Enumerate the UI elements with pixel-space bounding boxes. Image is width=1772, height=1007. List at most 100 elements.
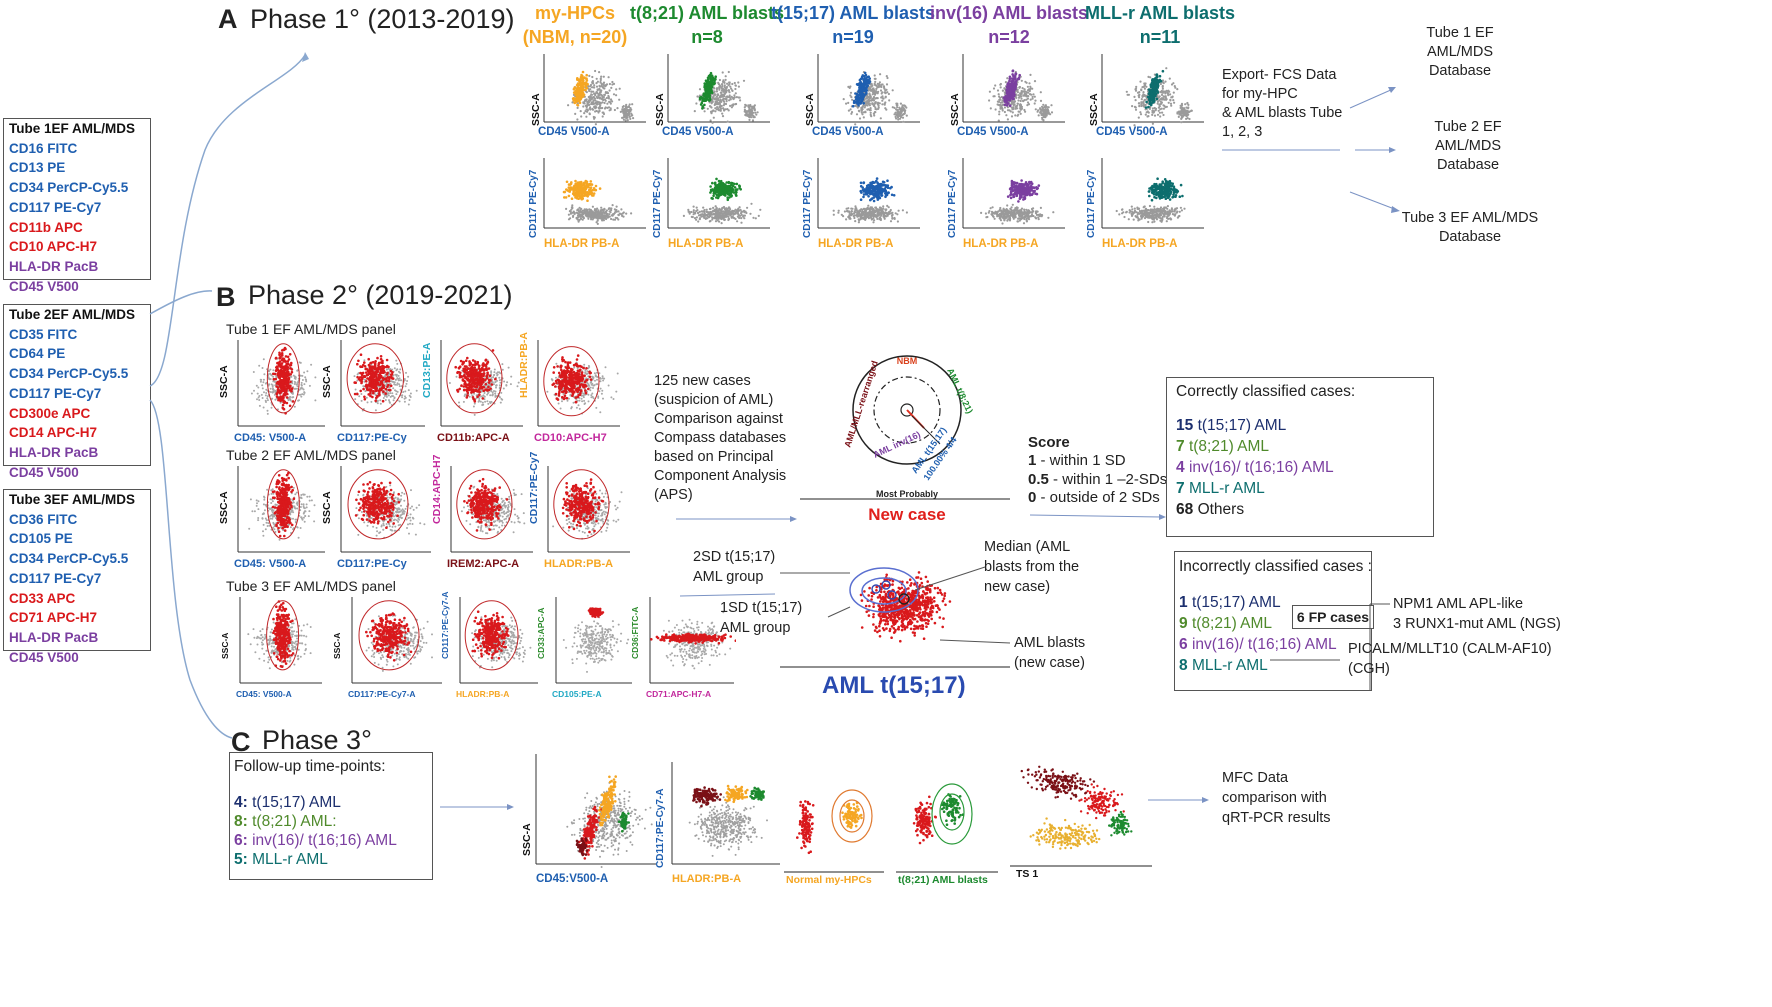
scatter-plot: [555, 597, 632, 684]
phase-c-tsne-plot: [1010, 765, 1152, 867]
axis-label-ssc: SSC-A: [949, 93, 961, 126]
scatter-plot: [450, 466, 533, 553]
followup-row: 5: MLL-r AML: [234, 851, 328, 868]
phase-b-title: Phase 2° (2019-2021): [248, 280, 513, 310]
tube-title: Tube 1EF AML/MDS: [9, 121, 135, 136]
score-lines: 1 - within 1 SD 0.5 - within 1 –2-SDs 0 …: [1028, 452, 1168, 506]
axis-label-hladr: HLA-DR PB-A: [963, 238, 1039, 250]
axis-label-hladr: HLA-DR PB-A: [1102, 238, 1178, 250]
fp-notes-2: PICALM/MLLT10 (CALM-AF10)(CGH): [1348, 641, 1552, 677]
axis-label-x: CD10:APC-H7: [534, 432, 607, 444]
scatter-plot-ssc-cd45: [1101, 54, 1204, 127]
tube-title: Tube 3EF AML/MDS: [9, 492, 135, 507]
scatter-plot-cd117-hladr: [817, 158, 920, 229]
tube-marker: HLA-DR PacB: [9, 258, 99, 274]
axis-label-x: CD71:APC-H7-A: [646, 689, 712, 699]
axis-label-hladr: HLA-DR PB-A: [544, 238, 620, 250]
fp-cases-box: 6 FP cases: [1292, 605, 1374, 629]
phase-a-letter: A: [218, 4, 238, 34]
scatter-plot: [237, 340, 325, 427]
tube-title: Tube 2EF AML/MDS: [9, 307, 135, 322]
case-row: 8 MLL-r AML: [1179, 657, 1268, 674]
followup-row: 4: t(15;17) AML: [234, 794, 341, 811]
axis-label-x: CD11b:APC-A: [437, 432, 510, 444]
mll-label: AML/MLL-rearranged: [842, 359, 879, 448]
axis-label-cd117: CD117:PE-Cy7-A: [655, 788, 666, 868]
fp-cases-label: 6 FP cases: [1296, 609, 1370, 625]
case-row: 9 t(8;21) AML: [1179, 615, 1273, 632]
scatter-plot-ssc-cd45: [543, 54, 646, 126]
axis-label-y: SSC-A: [220, 632, 230, 659]
case-row: 7 t(8;21) AML: [1176, 438, 1270, 455]
axis-label-cd117: CD117 PE-Cy7: [1086, 169, 1097, 238]
phase-c-letter: C: [231, 727, 251, 757]
tube-marker: CD71 APC-H7: [9, 610, 98, 626]
axis-label-x: CD45: V500-A: [234, 558, 307, 570]
axis-label-cd117: CD117 PE-Cy7: [528, 169, 539, 238]
inv16-label: AML inv(16): [872, 429, 922, 460]
case-row: 15 t(15;17) AML: [1176, 417, 1287, 434]
tube-marker: CD14 APC-H7: [9, 425, 98, 441]
case-row: 7 MLL-r AML: [1176, 480, 1265, 497]
correct-title: Correctly classified cases:: [1176, 383, 1356, 400]
axis-label-y: CD13:PE-A: [421, 342, 433, 398]
tube-marker: CD34 PerCP-Cy5.5: [9, 180, 129, 196]
axis-label-cd45: CD45 V500-A: [1096, 126, 1168, 138]
axis-label-y: SSC-A: [218, 365, 230, 398]
case-row: 68 Others: [1176, 501, 1245, 518]
tube-marker: CD13 PE: [9, 160, 66, 176]
ts1-label: TS 1: [1016, 868, 1039, 880]
scatter-plot: [547, 466, 630, 553]
tube-marker: HLA-DR PacB: [9, 629, 99, 645]
pca-title: AML t(15;17): [822, 672, 966, 699]
new-cases-text: 125 new cases(suspicion of AML) Comparis…: [654, 373, 787, 503]
case-row: 4 inv(16)/ t(16;16) AML: [1176, 459, 1334, 476]
scatter-plot: [340, 340, 425, 427]
axis-label-y: SSC-A: [321, 491, 333, 524]
axis-label-x: CD117:PE-Cy: [337, 432, 407, 444]
axis-label-cd45: CD45 V500-A: [812, 126, 884, 138]
scatter-plot: [351, 597, 442, 684]
tube-marker: CD45 V500: [9, 464, 79, 480]
case-row: 6 inv(16)/ t(16;16) AML: [1179, 636, 1337, 653]
axis-label-x: HLADR:PB-A: [544, 558, 614, 570]
phase-c-normal-plot: [784, 789, 884, 873]
tube-marker: CD10 APC-H7: [9, 239, 98, 255]
tube-marker: CD45 V500: [9, 649, 79, 665]
population-header: my-HPCs(NBM, n=20): [522, 3, 628, 47]
axis-label-x: CD45: V500-A: [234, 432, 307, 444]
axis-label-cd117: CD117 PE-Cy7: [947, 169, 958, 238]
axis-label-hladr: HLA-DR PB-A: [818, 238, 894, 250]
t821-label: t(8;21) AML blasts: [898, 874, 988, 886]
axis-label-y: SSC-A: [332, 632, 342, 659]
axis-label-y: CD117:PE-Cy7-A: [440, 591, 450, 659]
axis-label-y: SSC-A: [218, 491, 230, 524]
panel-title: Tube 3 EF AML/MDS panel: [226, 578, 396, 594]
scatter-plot: [340, 466, 431, 553]
followup-row: 8: t(8;21) AML:: [234, 813, 337, 830]
incorrect-title: Incorrectly classified cases :: [1179, 558, 1372, 575]
new-case-label: New case: [868, 505, 946, 524]
axis-label-hladr: HLA-DR PB-A: [668, 238, 744, 250]
axis-label-y: HLADR:PB-A: [518, 332, 530, 398]
phase-c-title: Phase 3°: [262, 725, 372, 755]
axis-label-x: CD105:PE-A: [552, 689, 602, 699]
tube-marker: CD36 FITC: [9, 511, 78, 527]
tube-marker: CD35 FITC: [9, 326, 78, 342]
most-probably-label: Most Probably: [876, 489, 938, 499]
compass-plot: NBM AML t(8;21) AML/MLL-rearranged AML i…: [800, 355, 1010, 524]
axis-label-y: CD33:APC-A: [536, 607, 546, 659]
correct-box: Correctly classified cases: 15 t(15;17) …: [1166, 377, 1434, 537]
scatter-plot: [649, 597, 736, 684]
phase-c-t821-plot: [896, 783, 998, 873]
axis-label-x: CD45: V500-A: [236, 689, 292, 699]
axis-label-x: CD117:PE-Cy7-A: [348, 689, 416, 699]
axis-label-y: SSC-A: [321, 365, 333, 398]
axis-label-cd117: CD117 PE-Cy7: [802, 169, 813, 238]
